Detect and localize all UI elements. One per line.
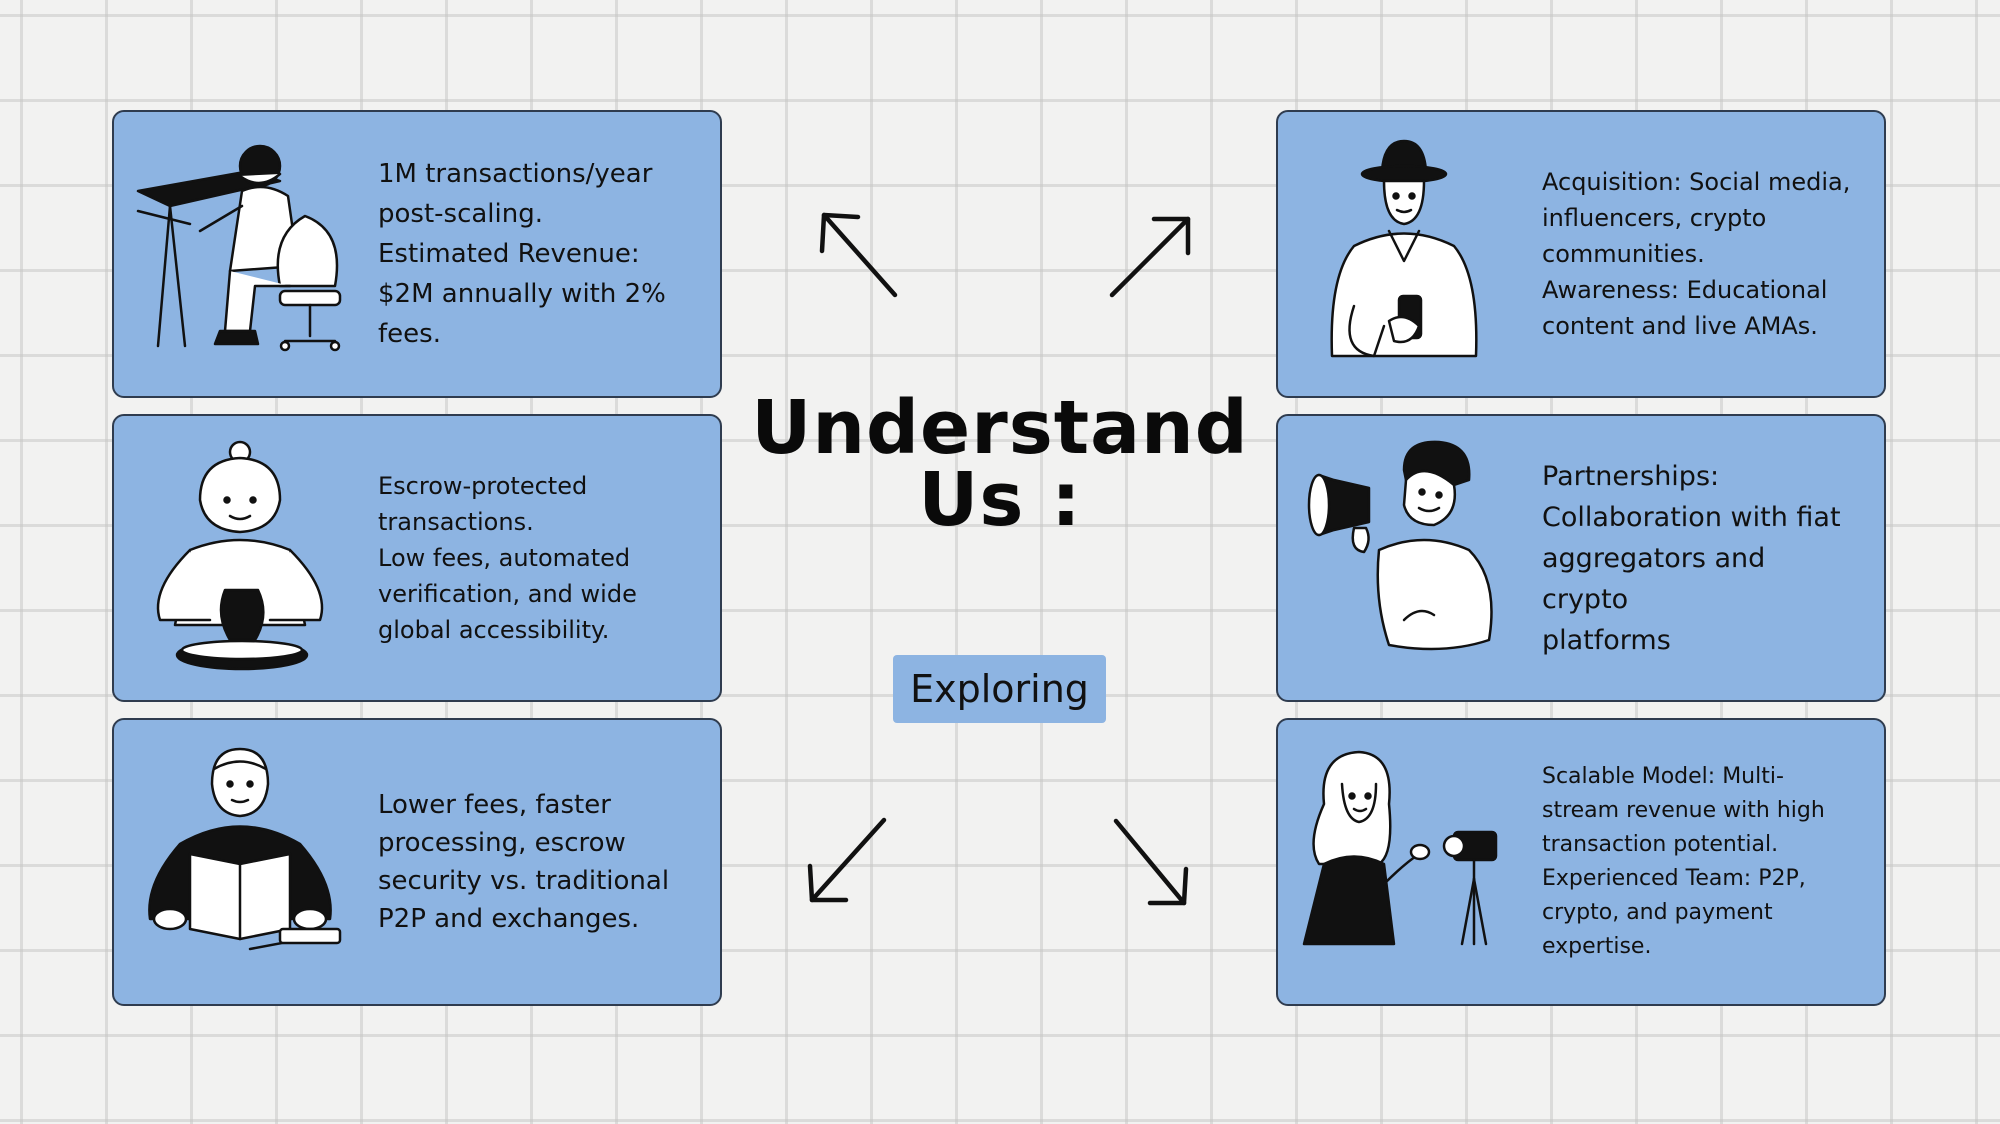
text-line: Experienced Team: P2P,	[1542, 866, 1806, 891]
page-title: Understand Us :	[740, 385, 1260, 543]
card-revenue: 1M transactions/year post-scaling. Estim…	[112, 110, 722, 398]
person-holding-phone-icon	[1330, 139, 1478, 358]
exploring-badge: Exploring	[893, 655, 1106, 723]
arrow-up-left-icon	[819, 212, 898, 298]
card-partnerships-text: Partnerships: Collaboration with fiat ag…	[1542, 416, 1854, 700]
card-comparison: Lower fees, faster processing, escrow se…	[112, 718, 722, 1006]
text-line: Escrow-protected	[378, 472, 588, 500]
text-line: communities.	[1542, 240, 1705, 268]
text-line: platforms	[1542, 624, 1671, 656]
card-escrow: Escrow-protected transactions. Low fees,…	[112, 414, 722, 702]
text-line: Awareness: Educational	[1542, 276, 1828, 304]
text-line: crypto, and payment	[1542, 900, 1773, 925]
text-line: expertise.	[1542, 934, 1652, 959]
text-line: fees.	[378, 319, 441, 349]
card-acquisition-text: Acquisition: Social media, influencers, …	[1542, 112, 1854, 396]
text-line: verification, and wide	[378, 580, 637, 608]
text-line: post-scaling.	[378, 199, 544, 229]
arrow-down-right-icon	[1113, 818, 1189, 906]
text-line: transaction potential.	[1542, 832, 1779, 857]
text-line: Lower fees, faster	[378, 790, 611, 820]
text-line: transactions.	[378, 508, 534, 536]
title-line-1: Understand	[751, 385, 1249, 471]
card-comparison-text: Lower fees, faster processing, escrow se…	[378, 720, 690, 1004]
card-scalable-model-text: Scalable Model: Multi- stream revenue wi…	[1542, 720, 1854, 1004]
person-pottery-wheel-icon	[156, 440, 324, 671]
text-line: global accessibility.	[378, 616, 610, 644]
person-reading-book-icon	[148, 747, 342, 951]
arrow-down-left-icon	[807, 817, 887, 903]
title-line-2: Us :	[918, 457, 1082, 543]
text-line: influencers, crypto	[1542, 204, 1767, 232]
text-line: aggregators and crypto	[1542, 542, 1766, 615]
text-line: Partnerships:	[1542, 460, 1720, 492]
text-line: content and live AMAs.	[1542, 312, 1818, 340]
card-escrow-text: Escrow-protected transactions. Low fees,…	[378, 416, 690, 700]
text-line: security vs. traditional	[378, 866, 670, 896]
person-drafting-table-icon	[136, 144, 342, 352]
arrow-up-right-icon	[1109, 216, 1191, 298]
text-line: Acquisition: Social media,	[1542, 168, 1851, 196]
person-megaphone-icon	[1307, 440, 1493, 651]
text-line: Low fees, automated	[378, 544, 631, 572]
text-line: P2P and exchanges.	[378, 904, 640, 934]
card-revenue-text: 1M transactions/year post-scaling. Estim…	[378, 112, 690, 396]
text-line: stream revenue with high	[1542, 798, 1825, 823]
card-acquisition: Acquisition: Social media, influencers, …	[1276, 110, 1886, 398]
text-line: Scalable Model: Multi-	[1542, 764, 1784, 789]
card-scalable-model: Scalable Model: Multi- stream revenue wi…	[1276, 718, 1886, 1006]
text-line: Estimated Revenue:	[378, 239, 640, 269]
card-partnerships: Partnerships: Collaboration with fiat ag…	[1276, 414, 1886, 702]
text-line: 1M transactions/year	[378, 159, 653, 189]
text-line: Collaboration with fiat	[1542, 501, 1841, 533]
person-camera-tripod-icon	[1302, 750, 1498, 946]
text-line: processing, escrow	[378, 828, 626, 858]
text-line: $2M annually with 2%	[378, 279, 666, 309]
